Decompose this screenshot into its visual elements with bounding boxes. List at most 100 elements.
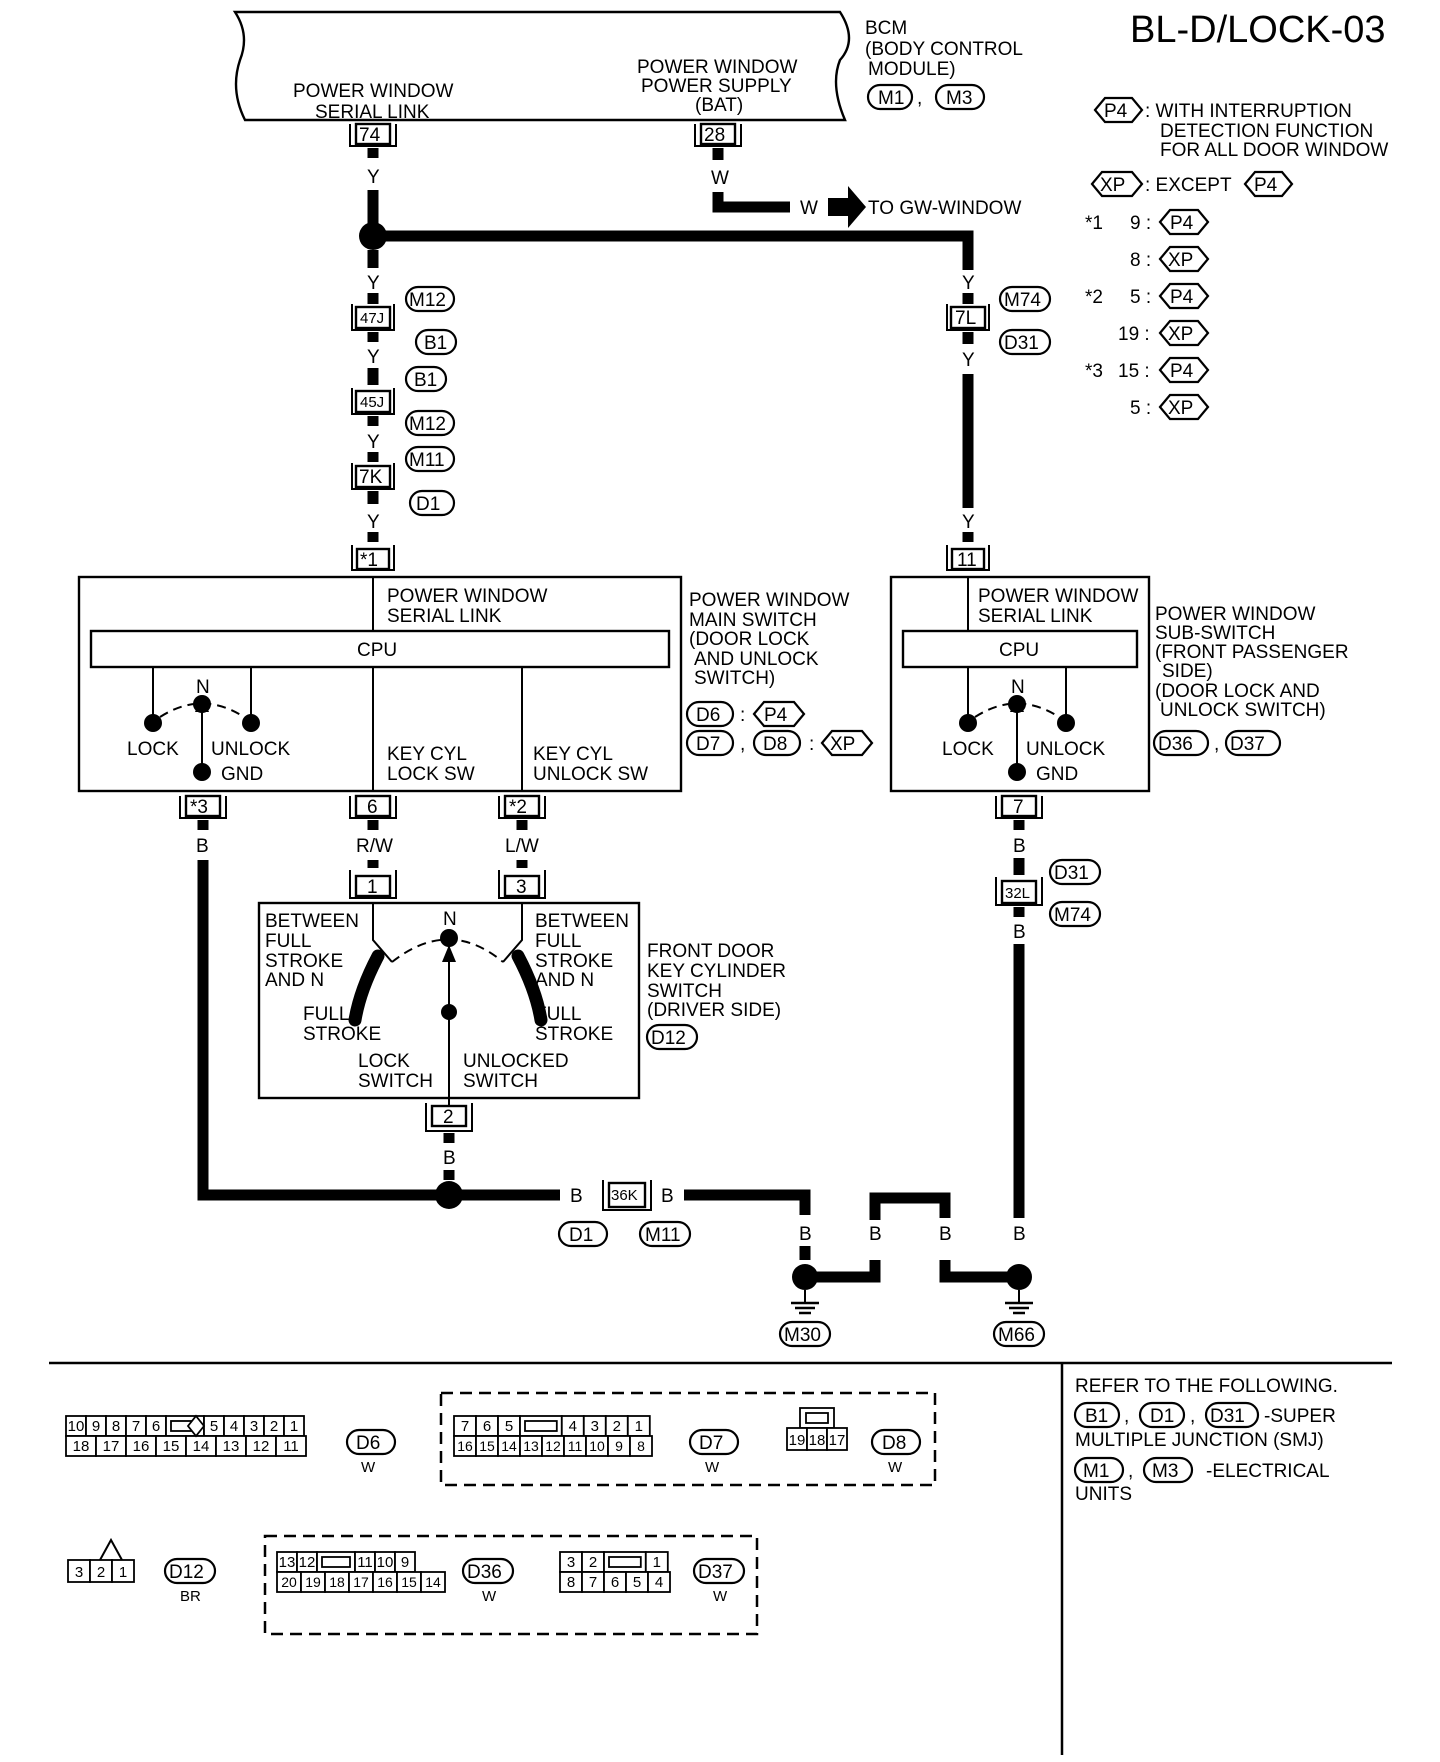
- note-1-tag-label: P4: [1170, 213, 1194, 234]
- d37-name: D37: [698, 1562, 733, 1583]
- power-window-main-switch: *1 POWER WINDOW SERIAL LINK CPU N LOCK U…: [77, 545, 874, 819]
- d7-name: D7: [699, 1433, 723, 1454]
- main-gnd: GND: [221, 764, 263, 785]
- smj-text-2: MULTIPLE JUNCTION (SMJ): [1075, 1430, 1324, 1451]
- d37-row2-pin-label: 5: [633, 1574, 641, 1591]
- main-name-2: MAIN SWITCH: [689, 610, 817, 631]
- d6-row2-pin-label: 17: [103, 1438, 120, 1455]
- gj-left: D1: [569, 1225, 593, 1246]
- wire-label-b-9: B: [939, 1224, 952, 1245]
- d36-name: D36: [467, 1562, 502, 1583]
- eu-comma: ,: [1128, 1461, 1133, 1482]
- kc-pin-1: 1: [367, 877, 378, 898]
- d36-row2-pin-label: 17: [353, 1574, 369, 1590]
- eu-m3: M3: [1152, 1461, 1178, 1482]
- kc-between-right-3: STROKE: [535, 951, 613, 972]
- sub-conn-comma: ,: [1214, 734, 1219, 755]
- main-name-4: AND UNLOCK: [694, 649, 819, 670]
- main-name-3: (DOOR LOCK: [689, 629, 810, 650]
- gnd-chain-bot: M74: [1054, 905, 1091, 926]
- main-keyunlock-1: KEY CYL: [533, 744, 613, 765]
- gj-right: M11: [645, 1225, 681, 1246]
- d6-row2-pin-label: 14: [193, 1438, 210, 1455]
- d36-row2-pin-label: 14: [425, 1574, 441, 1590]
- legend: P4 : WITH INTERRUPTION DETECTION FUNCTIO…: [1085, 96, 1388, 421]
- sub-n: N: [1011, 677, 1025, 698]
- note-3-pin: 5 :: [1130, 287, 1151, 308]
- note-4-tag: [1158, 319, 1210, 347]
- sub-name-5: (DOOR LOCK AND: [1155, 681, 1320, 702]
- d36-row2-pin-label: 20: [281, 1574, 297, 1590]
- d7-row1-key: [524, 1420, 558, 1432]
- note-1-pin: 9 :: [1130, 213, 1151, 234]
- d37-row2-pin-label: 6: [611, 1574, 619, 1591]
- ground-m66: M66: [992, 1290, 1046, 1348]
- d36-row1-pin-label: 9: [401, 1554, 409, 1571]
- bcm-pin-28: 28: [694, 122, 742, 147]
- smj-d31: D31: [1210, 1406, 1245, 1427]
- sub-name-6: UNLOCK SWITCH): [1160, 700, 1326, 721]
- d36-row2-pin-label: 18: [329, 1574, 345, 1590]
- kc-between-right-4: AND N: [535, 970, 594, 991]
- sub-serial-2: SERIAL LINK: [978, 606, 1093, 627]
- d7-row2-pin-label: 9: [615, 1438, 623, 1454]
- wire-label-b-4: B: [443, 1148, 456, 1169]
- d8-row-pin-label: 19: [789, 1432, 806, 1449]
- note-5-star: *3: [1085, 361, 1103, 382]
- main-serial-1: POWER WINDOW: [387, 586, 547, 607]
- d37-row2-pin-label: 7: [589, 1574, 597, 1591]
- bcm-conn-m1: [866, 83, 914, 111]
- kc-unlock-switch-1: UNLOCKED: [463, 1051, 569, 1072]
- conn-47j: 47J: [360, 310, 384, 327]
- d6-row1-pin-label: 1: [290, 1418, 298, 1435]
- sub-switch-internals: N LOCK UNLOCK GND POWER WINDOW SUB-SWITC…: [942, 604, 1349, 819]
- main-in-pin: *1: [360, 550, 378, 571]
- bcm-label-2: (BODY CONTROL: [865, 39, 1023, 60]
- kc-unlock-switch-2: SWITCH: [463, 1071, 538, 1092]
- kc-between-right-2: FULL: [535, 931, 581, 952]
- main-unlock: UNLOCK: [211, 739, 291, 760]
- bcm-label-3: MODULE): [868, 59, 956, 80]
- d6-color: W: [361, 1459, 376, 1476]
- wire-label-b-6: B: [661, 1186, 674, 1207]
- bcm-pin-28-label: 28: [704, 125, 725, 146]
- legend-p4-tag: [1093, 96, 1144, 124]
- conn-7k: 7K: [359, 467, 383, 488]
- d7-row1-pin-label: 4: [569, 1418, 577, 1435]
- d6-row1-pin-label: 4: [230, 1418, 238, 1435]
- bcm-conn-m3: [934, 83, 986, 111]
- d6-row1-pin-label: 2: [270, 1418, 278, 1435]
- wire-label-b-5: B: [570, 1186, 583, 1207]
- wire-b-main-ground: [197, 860, 450, 1201]
- d6-row1-pin-label: 3: [250, 1418, 258, 1435]
- wire-label-w-2: W: [800, 198, 818, 219]
- d36-row1-pin-label: 13: [279, 1554, 296, 1571]
- refer-title: REFER TO THE FOLLOWING.: [1075, 1376, 1338, 1397]
- sub-unlock: UNLOCK: [1026, 739, 1106, 760]
- gnd-chain-top: D31: [1054, 863, 1089, 884]
- main-pin-lock: 6: [367, 797, 378, 818]
- note-1-star: *1: [1085, 213, 1103, 234]
- gnd-chain-conn: 32L: [1005, 885, 1030, 902]
- d12-row-pin-label: 2: [97, 1564, 105, 1581]
- d7-row2-pin-label: 16: [457, 1438, 473, 1454]
- d7-row2-pin-label: 10: [589, 1438, 605, 1454]
- bcm-conn-m3-label: M3: [946, 88, 972, 109]
- sub-conn-d37: D37: [1230, 734, 1265, 755]
- d6-row1-pin-label: 8: [112, 1418, 120, 1435]
- wire-label-rw: R/W: [356, 836, 393, 857]
- arrow-right-icon: [828, 186, 866, 228]
- wire-label-y-7: Y: [962, 350, 975, 371]
- d8-name: D8: [882, 1433, 906, 1454]
- legend-except-p4-tag: [1243, 170, 1294, 198]
- key-cylinder-switch: 1 3 N BETWEEN FULL STROKE AND N BETWEEN …: [257, 870, 786, 1132]
- bcm-power-label-3: (BAT): [695, 95, 743, 116]
- kc-between-right-1: BETWEEN: [535, 911, 629, 932]
- d36-row1-pin-label: 10: [377, 1554, 394, 1571]
- d12-row-pin-label: 1: [119, 1564, 127, 1581]
- d6-row1-pin-label: 6: [152, 1418, 160, 1435]
- d12-row-cell: [111, 1559, 135, 1583]
- note-2-tag-label: XP: [1168, 250, 1193, 271]
